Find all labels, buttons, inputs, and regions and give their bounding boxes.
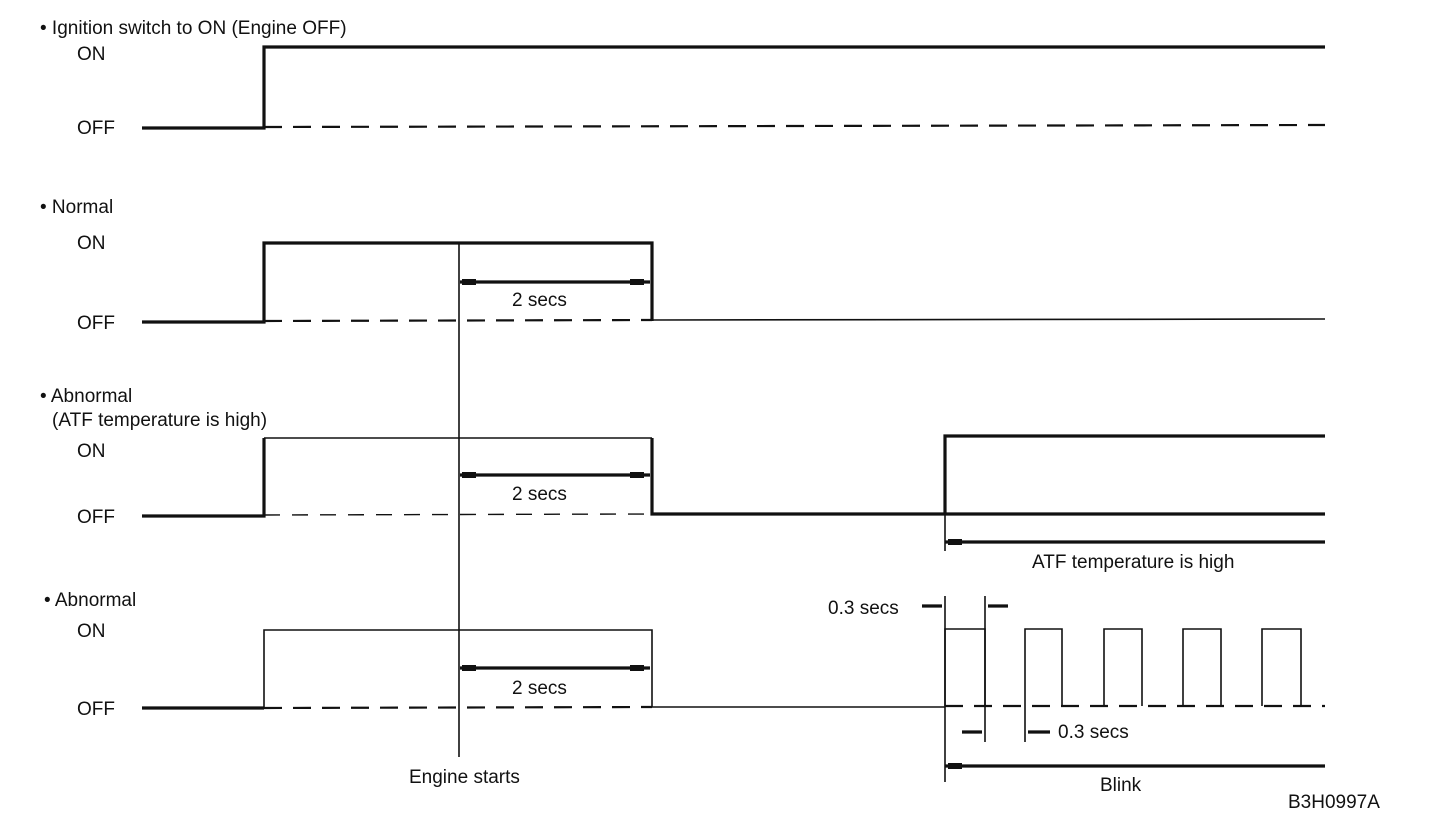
section-abnormal-blink: • Abnormal ON OFF 2 secs 0.3 secs 0.3 se… bbox=[44, 590, 1325, 796]
figure-code: B3H0997A bbox=[1288, 792, 1380, 813]
engine-starts-label: Engine starts bbox=[409, 767, 520, 788]
atf-warning-signal bbox=[943, 434, 1325, 514]
ignition-off-baseline bbox=[263, 123, 1326, 129]
blink-span-label: Blink bbox=[1100, 775, 1142, 796]
atf-dim-arrow-right-icon bbox=[630, 472, 644, 478]
section-abnormal-blink-title: • Abnormal bbox=[44, 590, 136, 611]
engine-starts-marker: Engine starts bbox=[409, 243, 520, 788]
atf-duration-label: 2 secs bbox=[512, 484, 567, 505]
section-abnormal-atf-on-label: ON bbox=[77, 441, 106, 462]
blink-off-duration-label: 0.3 secs bbox=[1058, 722, 1129, 743]
section-abnormal-atf-subtitle: (ATF temperature is high) bbox=[52, 410, 267, 431]
blink-pulse-train bbox=[944, 628, 1302, 706]
section-abnormal-blink-on-label: ON bbox=[77, 621, 106, 642]
section-normal: • Normal ON OFF 2 secs bbox=[40, 197, 1326, 334]
atf-signal-fall bbox=[650, 438, 1325, 516]
section-abnormal-atf-title: • Abnormal bbox=[40, 386, 132, 407]
blink-signal-rise bbox=[263, 629, 653, 708]
section-normal-off-label: OFF bbox=[77, 313, 115, 334]
atf-warning-label: ATF temperature is high bbox=[1032, 552, 1234, 573]
section-ignition-on-label: ON bbox=[77, 44, 106, 65]
section-abnormal-atf: • Abnormal (ATF temperature is high) ON … bbox=[40, 386, 1325, 573]
atf-signal-start bbox=[142, 438, 266, 518]
normal-off-baseline bbox=[263, 318, 653, 323]
blink-dim-arrow-left-icon bbox=[462, 665, 476, 671]
blink-dim-arrow-right-icon bbox=[630, 665, 644, 671]
section-abnormal-blink-off-label: OFF bbox=[77, 699, 115, 720]
section-ignition-title: • Ignition switch to ON (Engine OFF) bbox=[40, 18, 347, 39]
normal-dim-arrow-left-icon bbox=[462, 279, 476, 285]
section-ignition: • Ignition switch to ON (Engine OFF) ON … bbox=[40, 18, 1326, 139]
section-ignition-off-label: OFF bbox=[77, 118, 115, 139]
blink-span-arrow-icon bbox=[948, 763, 962, 769]
atf-warning-arrow-icon bbox=[948, 539, 962, 545]
section-normal-on-label: ON bbox=[77, 233, 106, 254]
section-abnormal-atf-off-label: OFF bbox=[77, 507, 115, 528]
atf-dim-arrow-left-icon bbox=[462, 472, 476, 478]
normal-dim-arrow-right-icon bbox=[630, 279, 644, 285]
section-normal-title: • Normal bbox=[40, 197, 113, 218]
blink-on-duration-label: 0.3 secs bbox=[828, 598, 899, 619]
blink-off-baseline bbox=[263, 705, 653, 710]
normal-duration-label: 2 secs bbox=[512, 290, 567, 311]
atf-off-baseline bbox=[263, 513, 653, 516]
normal-signal-off bbox=[651, 318, 1326, 321]
ignition-signal bbox=[142, 45, 1325, 130]
normal-signal-pulse bbox=[142, 241, 654, 324]
blink-duration-label: 2 secs bbox=[512, 678, 567, 699]
